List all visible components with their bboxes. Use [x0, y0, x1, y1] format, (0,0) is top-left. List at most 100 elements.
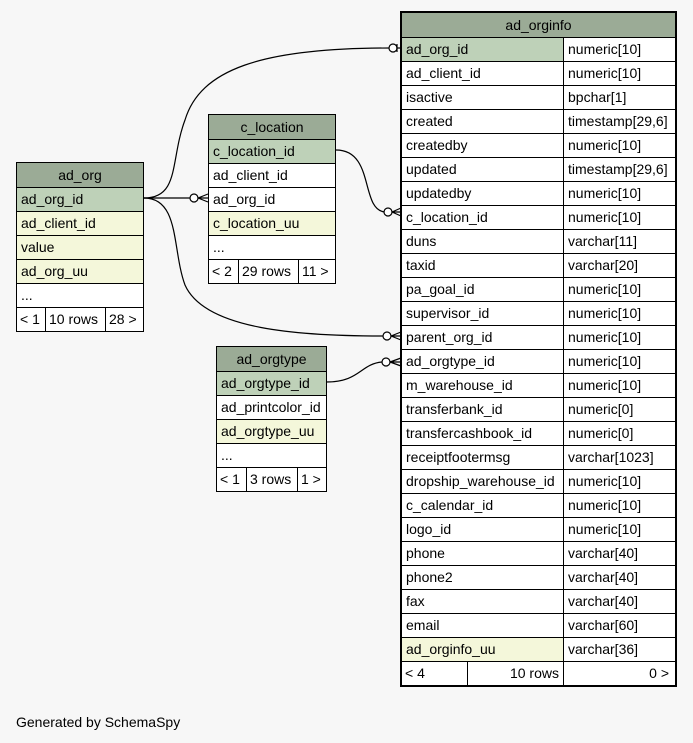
- parents-count[interactable]: < 4: [402, 662, 468, 685]
- column-row: ad_client_id: [209, 164, 335, 188]
- column-type: numeric[10]: [568, 185, 642, 201]
- column-row: ...: [217, 444, 326, 468]
- column-type: varchar[36]: [568, 641, 639, 657]
- column-name: receiptfootermsg: [402, 446, 564, 469]
- column-row: ad_org_id: [209, 188, 335, 212]
- table-footer: < 1 10 rows 28 >: [17, 308, 143, 331]
- children-count[interactable]: 11 >: [302, 263, 329, 279]
- column-type: varchar[1023]: [568, 449, 654, 465]
- column-name: duns: [402, 230, 564, 253]
- column-name: createdby: [402, 134, 564, 157]
- column-name: c_calendar_id: [402, 494, 564, 517]
- column-name: c_location_id: [402, 206, 564, 229]
- column-name: updated: [402, 158, 564, 181]
- column-type: varchar[60]: [568, 617, 639, 633]
- row-count: 10 rows: [468, 662, 564, 685]
- parents-count[interactable]: < 1: [17, 308, 46, 331]
- column-row: ad_client_id: [17, 212, 143, 236]
- column-row: ad_printcolor_id: [217, 396, 326, 420]
- row-count: 10 rows: [46, 308, 106, 331]
- column-name: transfercashbook_id: [402, 422, 564, 445]
- column-row: ad_org_uu: [17, 260, 143, 284]
- parents-count[interactable]: < 2: [209, 260, 239, 283]
- column-row: ...: [209, 236, 335, 260]
- children-count[interactable]: 28 >: [109, 311, 137, 327]
- column-name: isactive: [402, 86, 564, 109]
- column-type: varchar[40]: [568, 545, 639, 561]
- column-type: varchar[11]: [568, 233, 637, 249]
- column-type: numeric[0]: [568, 401, 634, 417]
- column-type: numeric[10]: [568, 521, 642, 537]
- parents-count[interactable]: < 1: [217, 468, 247, 491]
- table-title: c_location: [209, 115, 335, 140]
- column-type: numeric[10]: [568, 281, 642, 297]
- table-ad-orgtype: ad_orgtype ad_orgtype_id ad_printcolor_i…: [216, 346, 327, 492]
- children-count[interactable]: 1 >: [301, 471, 321, 487]
- column-type: numeric[10]: [568, 377, 642, 393]
- column-type: timestamp[29,6]: [568, 161, 668, 177]
- edge-ad-org-to-orginfo-parent-org-id: [143, 197, 384, 337]
- children-count[interactable]: 0 >: [649, 665, 669, 681]
- column-row: c_location_uu: [209, 212, 335, 236]
- column-type: numeric[10]: [568, 305, 642, 321]
- column-name: parent_org_id: [402, 326, 564, 349]
- column-name: ad_client_id: [402, 62, 564, 85]
- column-row: ad_orgtype_id: [217, 372, 326, 396]
- edge-orgtype-to-orginfo-ad-orgtype-id: [325, 361, 383, 383]
- column-type: timestamp[29,6]: [568, 113, 668, 129]
- column-type: varchar[20]: [568, 257, 639, 273]
- column-row: ad_org_id: [17, 188, 143, 212]
- column-type: numeric[10]: [568, 353, 642, 369]
- column-type: varchar[40]: [568, 593, 639, 609]
- table-footer: < 2 29 rows 11 >: [209, 260, 335, 283]
- edge-ad-org-to-orginfo-ad-org-id: [143, 47, 391, 199]
- row-count: 29 rows: [239, 260, 299, 283]
- column-type: numeric[0]: [568, 425, 634, 441]
- column-type: numeric[10]: [568, 209, 642, 225]
- table-c-location: c_location c_location_id ad_client_id ad…: [208, 114, 336, 284]
- column-name: phone: [402, 542, 564, 565]
- column-name: taxid: [402, 254, 564, 277]
- column-name: created: [402, 110, 564, 133]
- column-name: ad_orgtype_id: [402, 350, 564, 373]
- table-title: ad_orgtype: [217, 347, 326, 372]
- column-name: fax: [402, 590, 564, 613]
- column-name: supervisor_id: [402, 302, 564, 325]
- table-footer: < 4 10 rows 0 >: [402, 662, 675, 685]
- column-type: numeric[10]: [568, 41, 642, 57]
- column-name: ad_orginfo_uu: [402, 638, 564, 661]
- column-type: numeric[10]: [568, 329, 642, 345]
- column-name: ad_org_id: [402, 38, 564, 61]
- column-row: ad_orgtype_uu: [217, 420, 326, 444]
- table-title: ad_org: [17, 163, 143, 188]
- column-name: updatedby: [402, 182, 564, 205]
- column-row: ...: [17, 284, 143, 308]
- column-row: c_location_id: [209, 140, 335, 164]
- table-title: ad_orginfo: [402, 13, 675, 38]
- column-name: dropship_warehouse_id: [402, 470, 564, 493]
- column-name: phone2: [402, 566, 564, 589]
- column-name: m_warehouse_id: [402, 374, 564, 397]
